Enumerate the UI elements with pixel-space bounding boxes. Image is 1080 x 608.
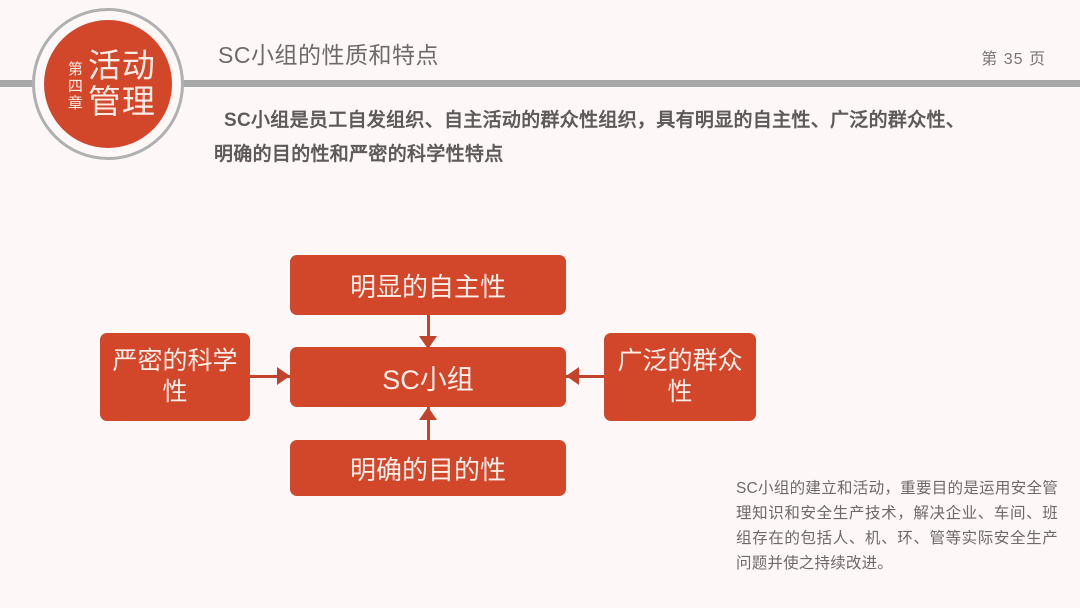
lead-line-1: SC小组是员工自发组织、自主活动的群众性组织，具有明显的自主性、广泛的群众性、 <box>224 110 966 131</box>
chapter-title-label: 活动 管理 <box>88 48 156 119</box>
diagram-node-center: SC小组 <box>290 347 566 407</box>
connector-right-horizontal <box>566 375 604 378</box>
lead-line-2: 明确的目的性和严密的科学性特点 <box>214 143 504 165</box>
chapter-number-label: 第四章 <box>65 60 83 112</box>
page-title: SC小组的性质和特点 <box>218 42 439 68</box>
chapter-badge-disc: 第四章 活动 管理 <box>44 20 172 148</box>
footnote-caption: SC小组的建立和活动，重要目的是运用安全管理知识和安全生产技术，解决企业、车间、… <box>736 480 1058 573</box>
connector-bottom-vertical <box>427 407 430 440</box>
diagram-node-right: 广泛的群众性 <box>604 333 756 421</box>
connector-left-horizontal <box>250 375 290 378</box>
header-divider-rule <box>0 80 1080 87</box>
connector-top-vertical <box>427 315 430 347</box>
diagram-node-top: 明显的自主性 <box>290 255 566 315</box>
chapter-title-line-2: 管理 <box>87 83 156 120</box>
lead-paragraph: SC小组是员工自发组织、自主活动的群众性组织，具有明显的自主性、广泛的群众性、 … <box>214 104 1014 172</box>
arrowhead-down-icon <box>419 336 437 349</box>
arrowhead-up-icon <box>419 407 437 420</box>
diagram-node-bottom: 明确的目的性 <box>290 440 566 496</box>
chapter-badge: 第四章 活动 管理 <box>32 8 184 160</box>
page-number-label: 第 35 页 <box>981 51 1046 68</box>
arrowhead-left-icon <box>566 367 579 385</box>
chapter-title-line-1: 活动 <box>87 47 156 85</box>
diagram-node-left: 严密的科学性 <box>100 333 250 421</box>
arrowhead-right-icon <box>277 367 290 385</box>
